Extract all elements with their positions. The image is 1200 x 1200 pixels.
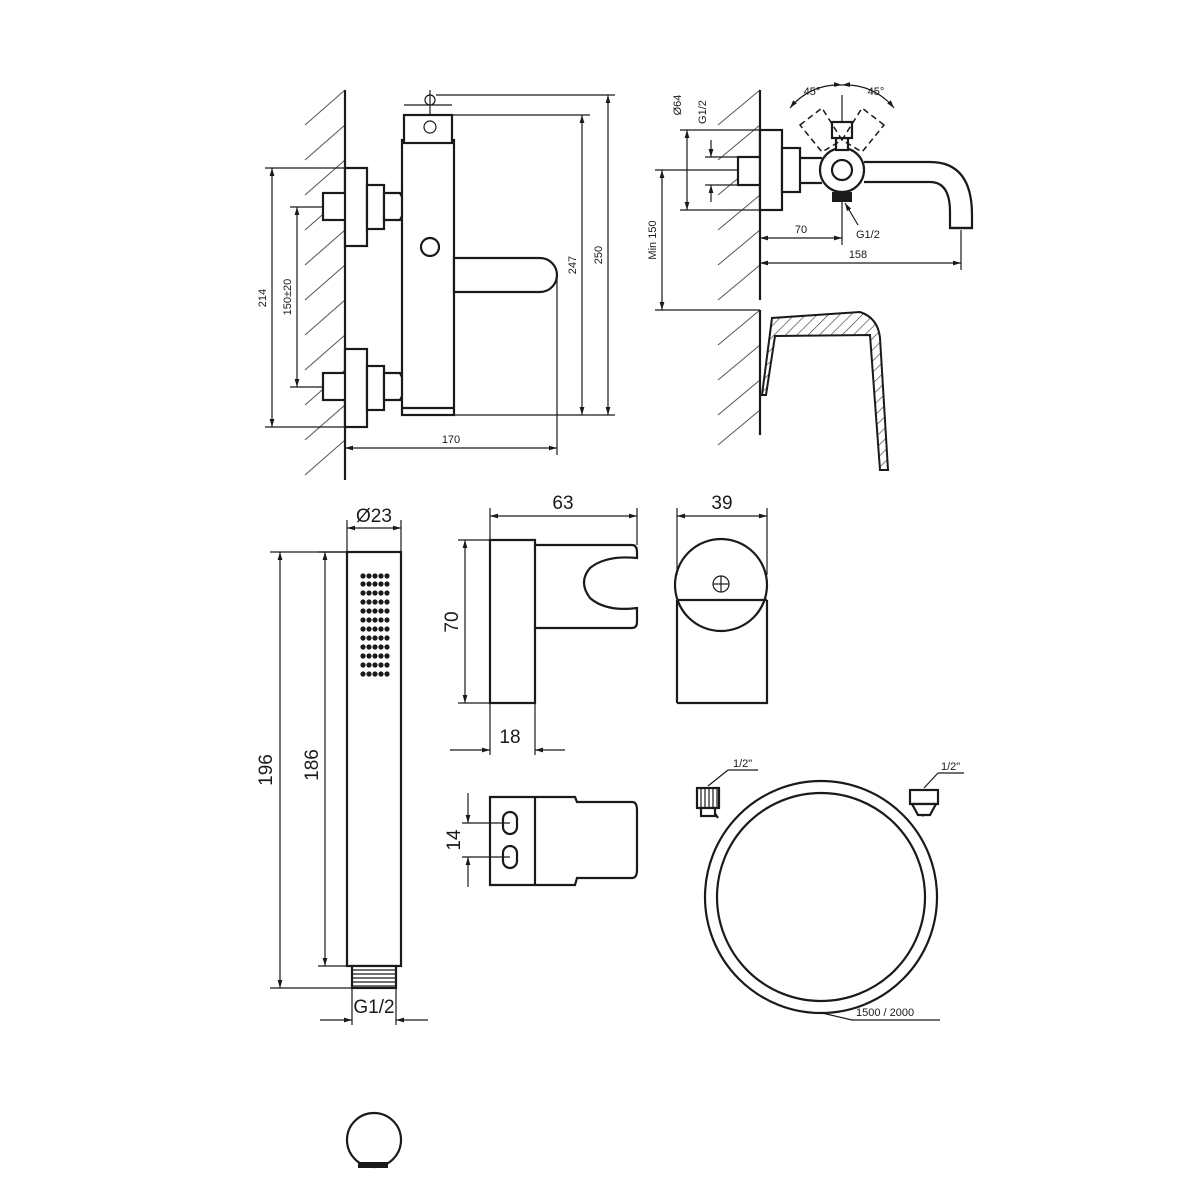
dimension-63: 63 xyxy=(489,493,638,545)
hose-coil-inner xyxy=(715,791,927,1003)
holder-bottom-view: 14 xyxy=(444,793,639,887)
hand-shower-end-view xyxy=(345,1111,403,1169)
dim-thread-bottom-label: G1/2 xyxy=(856,229,880,241)
mixer-lever xyxy=(452,256,559,294)
dim-diameter-23-label: Ø23 xyxy=(356,506,392,527)
angle-right-label: 45° xyxy=(868,86,885,98)
lever-angle-marks: 45° 45° xyxy=(789,82,895,153)
dim-63-label: 63 xyxy=(552,493,573,514)
lower-wall-connector xyxy=(321,347,406,429)
dimension-70-holder: 70 xyxy=(442,539,490,704)
holder-front-outline xyxy=(675,600,769,705)
dim-250-label: 250 xyxy=(593,246,605,264)
mixer-side-view: 45° 45° Ø64 G1/2 Min 150 7 xyxy=(647,82,974,471)
dim-thread-top-label: G1/2 xyxy=(697,100,709,124)
dim-diameter-label: Ø64 xyxy=(672,95,684,116)
dim-min-label: Min 150 xyxy=(647,220,659,259)
holder-side-view: 63 70 18 xyxy=(442,493,639,755)
shower-hose: 1/2" 1/2" 1500 / 2000 xyxy=(695,758,964,1021)
hose-label-length: 1500 / 2000 xyxy=(856,1007,914,1019)
dimension-14: 14 xyxy=(444,793,510,887)
hose-right-cone xyxy=(908,788,940,817)
dimension-diameter-64: Ø64 xyxy=(672,95,760,211)
wall-hatch-front xyxy=(304,89,346,476)
dimension-thread-shower: G1/2 xyxy=(320,988,428,1025)
dimension-196: 196 xyxy=(256,551,352,989)
hose-left-nut xyxy=(695,786,721,818)
hose-label-right: 1/2" xyxy=(941,761,960,773)
dimension-247: 247 xyxy=(452,114,590,416)
side-connector xyxy=(736,128,822,212)
side-mixer-body xyxy=(818,95,974,230)
hose-label-left: 1/2" xyxy=(733,758,752,770)
hose-coil-outer xyxy=(703,779,939,1015)
dimension-thread-bottom: G1/2 xyxy=(844,202,880,241)
bathtub-section xyxy=(760,310,890,471)
mixer-body xyxy=(400,90,456,417)
dimension-250: 250 xyxy=(436,94,615,416)
wall-hatch-side xyxy=(717,89,761,446)
upper-wall-connector xyxy=(321,166,406,248)
dimension-18: 18 xyxy=(450,628,565,755)
dimension-158: 158 xyxy=(760,230,962,270)
dim-150-label: 150±20 xyxy=(282,279,294,316)
holder-side-outline xyxy=(488,538,639,705)
dim-170-label: 170 xyxy=(442,434,460,446)
dimension-170: 170 xyxy=(344,275,558,455)
dim-thread-shower-label: G1/2 xyxy=(353,997,394,1018)
angle-left-label: 45° xyxy=(804,86,821,98)
hand-shower-body xyxy=(345,550,403,990)
dim-214-label: 214 xyxy=(257,289,269,307)
dim-158-label: 158 xyxy=(849,249,867,261)
dim-70-side-label: 70 xyxy=(795,224,807,236)
dimension-diameter-23: Ø23 xyxy=(346,506,402,552)
dimension-150: 150±20 xyxy=(282,206,323,388)
dimension-min-150: Min 150 xyxy=(647,169,760,311)
dim-39-label: 39 xyxy=(711,493,732,514)
dim-14-label: 14 xyxy=(444,829,465,851)
holder-front-view: 39 xyxy=(673,493,769,705)
dim-196-label: 196 xyxy=(256,754,277,786)
dim-247-label: 247 xyxy=(567,256,579,274)
holder-bottom-outline xyxy=(488,795,639,887)
dimension-70-side: 70 xyxy=(760,192,843,245)
dimension-thread-top: G1/2 xyxy=(697,100,738,202)
dim-18-label: 18 xyxy=(499,727,520,748)
shower-nozzles xyxy=(360,573,390,677)
dim-70-holder-label: 70 xyxy=(442,611,463,632)
dimension-214: 214 xyxy=(257,167,345,428)
dimension-39: 39 xyxy=(676,493,768,575)
dimension-186: 186 xyxy=(302,551,347,967)
dim-186-label: 186 xyxy=(302,749,323,781)
hand-shower-view: Ø23 196 186 G1/2 xyxy=(256,506,428,1169)
mixer-front-view: 170 214 150±20 247 250 xyxy=(257,89,615,480)
